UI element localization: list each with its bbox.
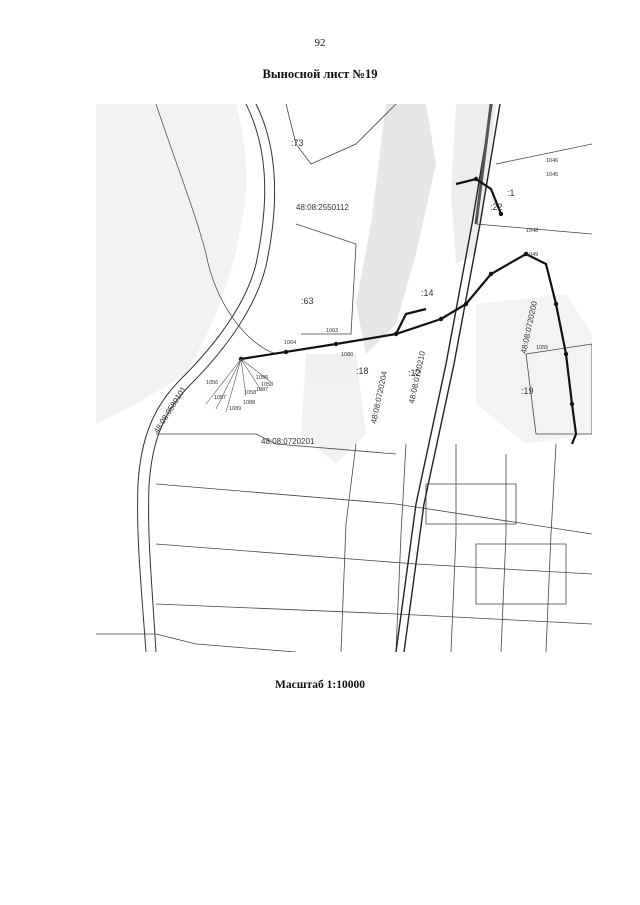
point-number: 1064 (284, 340, 296, 346)
route-vertices (238, 176, 575, 407)
area-label: :14 (421, 288, 434, 298)
point-number: 1086 (256, 375, 268, 381)
point-number: 1088 (243, 400, 255, 406)
area-label: :18 (356, 366, 369, 376)
point-number: 1048 (526, 228, 538, 234)
parcel-boundaries (96, 104, 592, 652)
railway-corridor (395, 104, 501, 652)
point-number: 1057 (214, 395, 226, 401)
stream (155, 104, 277, 355)
terrain-shading (96, 104, 592, 464)
point-number: 1058 (261, 382, 273, 388)
cadastral-number: 48:08:0720201 (261, 437, 315, 446)
point-number: 1046 (546, 158, 558, 164)
point-number: 1087 (256, 387, 268, 393)
area-label: :1 (507, 188, 515, 198)
point-number: 1045 (546, 172, 558, 178)
cadastral-number: 48:08:2550112 (296, 203, 349, 212)
area-label: :22 (490, 202, 503, 212)
area-labels: :73 :63 :18 :12 :19 :1 :22 :14 (291, 138, 534, 396)
point-number: 1055 (536, 345, 548, 351)
point-number: 1056 (206, 380, 218, 386)
point-labels: 1045 1046 1048 1049 1055 1056 1057 1058 … (206, 158, 558, 412)
area-label: :73 (291, 138, 304, 148)
area-label: :63 (301, 296, 314, 306)
area-label: :19 (521, 386, 534, 396)
page-number: 92 (314, 37, 326, 49)
point-number: 1080 (341, 352, 353, 358)
scale-label: Масштаб 1:10000 (275, 679, 365, 691)
point-number: 1089 (229, 406, 241, 412)
cadastral-map: :73 :63 :18 :12 :19 :1 :22 :14 48:08:255… (96, 104, 592, 652)
area-label: :12 (408, 368, 421, 378)
leader-lines (205, 358, 272, 413)
point-number: 1049 (526, 252, 538, 258)
main-road (137, 104, 276, 652)
sheet-title: Выносной лист №19 (262, 67, 378, 81)
point-number: 1063 (326, 328, 338, 334)
point-number: 1058 (244, 390, 256, 396)
cadastral-number: 48:08:0720204 (369, 370, 389, 425)
